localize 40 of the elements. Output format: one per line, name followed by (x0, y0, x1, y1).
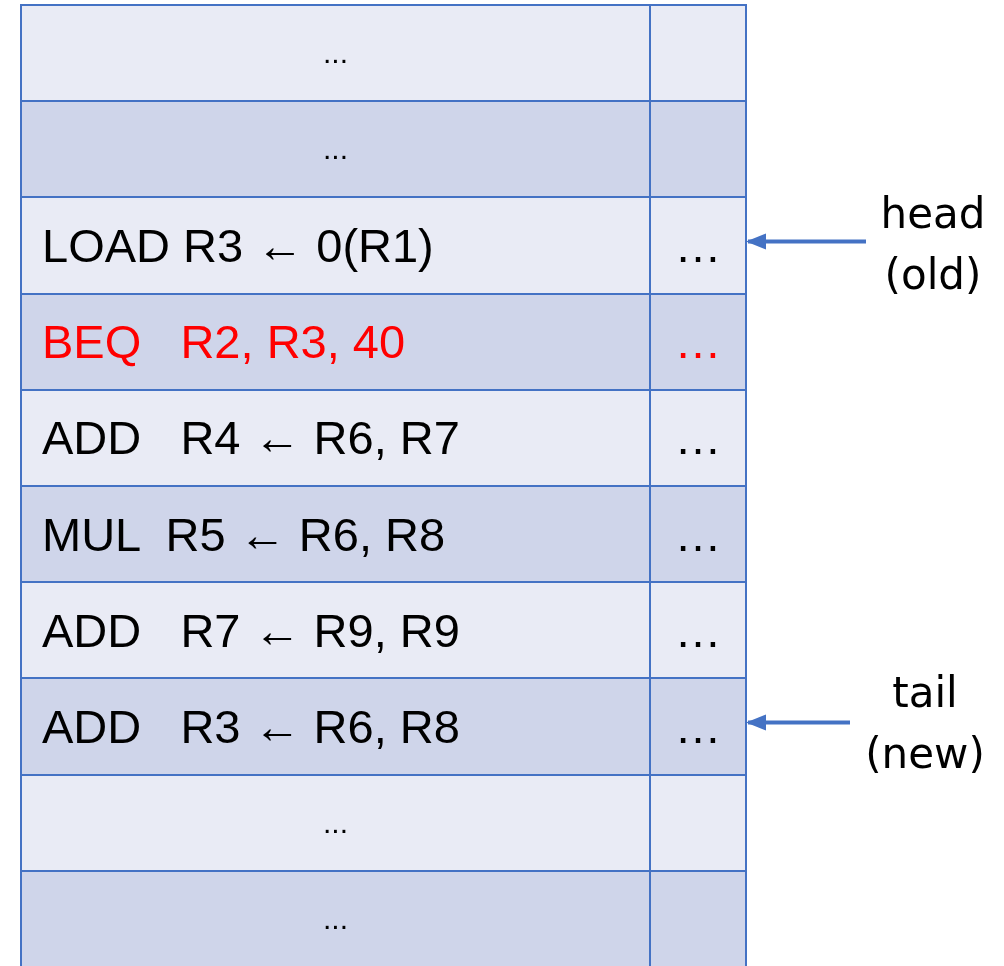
instruction-text: ... (323, 132, 348, 167)
table-cell (20, 388, 651, 487)
instruction-text: … (674, 410, 722, 466)
table-cell (649, 485, 747, 584)
table-cell (649, 388, 747, 487)
instruction-text: ADD R7 ← R9, R9 (42, 602, 460, 658)
instruction-text: BEQ R2, R3, 40 (42, 314, 406, 370)
arrow (746, 233, 866, 250)
instruction-text: ... (323, 901, 348, 936)
table-cell (20, 773, 651, 872)
table-cell (20, 869, 651, 966)
pointer-label-text: head (old) (879, 188, 987, 301)
table-cell (649, 196, 747, 295)
table-cell (20, 581, 651, 680)
table-cell (20, 677, 651, 776)
table-cell (649, 100, 747, 199)
instruction-text: … (674, 218, 722, 273)
instruction-text: … (674, 602, 722, 658)
table-cell (20, 292, 651, 391)
table-cell (20, 485, 651, 584)
table-cell (649, 581, 747, 680)
table-cell (649, 4, 747, 103)
instruction-text: … (674, 314, 722, 370)
instruction-text: ... (323, 805, 348, 840)
table-cell (649, 292, 747, 391)
table-cell (649, 773, 747, 872)
instruction-text: LOAD R3 ← 0(R1) (42, 218, 434, 273)
instruction-text: … (674, 506, 722, 562)
table-cell (20, 196, 651, 295)
arrow (746, 714, 850, 731)
instruction-text: ADD R4 ← R6, R7 (42, 410, 460, 466)
table-cell (20, 4, 651, 103)
table-cell (20, 100, 651, 199)
pointer-label-text: tail (new) (864, 667, 986, 780)
instruction-text: … (674, 699, 722, 754)
instruction-text: ADD R3 ← R6, R8 (42, 699, 460, 754)
table-cell (649, 869, 747, 966)
table-cell (649, 677, 747, 776)
instruction-text: ... (323, 36, 348, 71)
instruction-text: MUL R5 ← R6, R8 (42, 506, 446, 562)
